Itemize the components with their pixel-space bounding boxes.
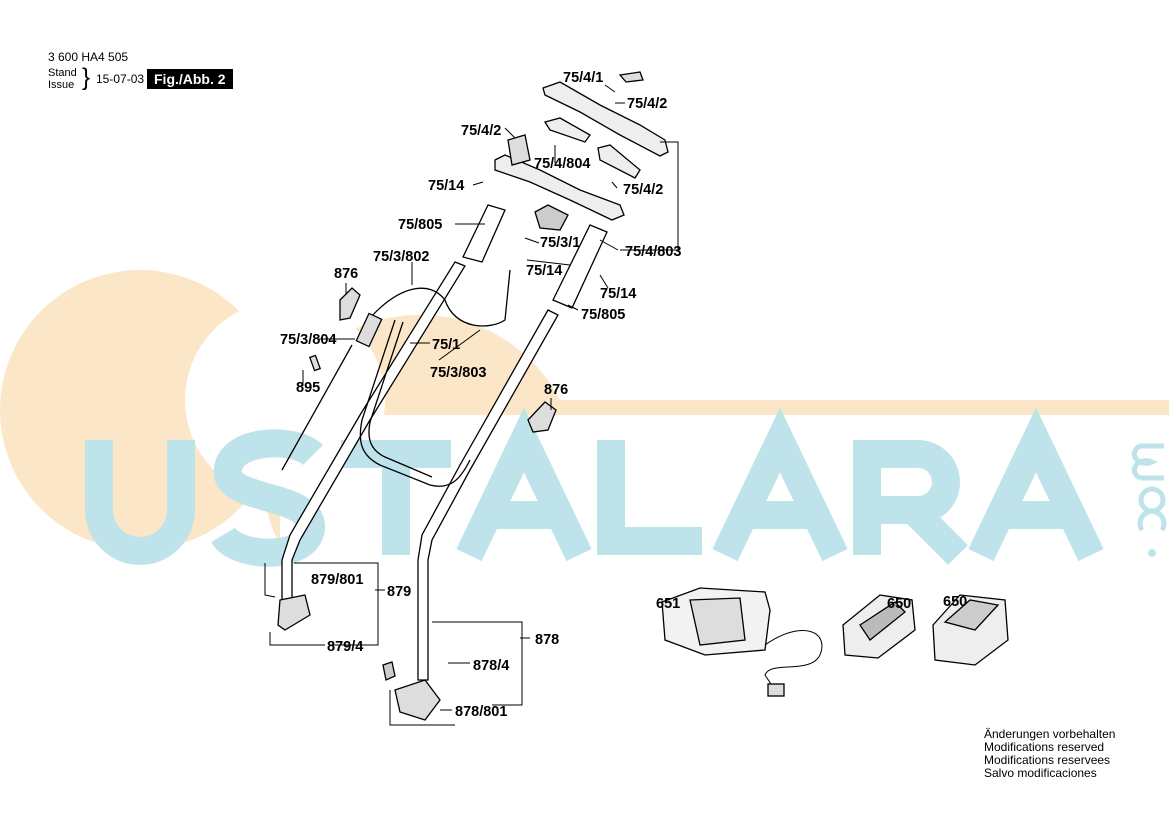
issue-label: Issue	[48, 79, 75, 91]
label-878-4: 878/4	[473, 658, 509, 674]
issue-date: 15-07-03	[96, 72, 145, 86]
watermark-suffix-lettering	[1131, 443, 1167, 557]
note-line: Modifications reservees	[984, 753, 1111, 767]
battery-650-large	[932, 594, 1009, 666]
knob-876-left	[339, 287, 361, 321]
label-879-4: 879/4	[327, 639, 363, 655]
note-line: Salvo modificaciones	[984, 766, 1097, 780]
label-75-14: 75/14	[428, 178, 464, 194]
label-75-805: 75/805	[398, 217, 442, 233]
label-75-805: 75/805	[581, 307, 625, 323]
label-75-4-803: 75/4/803	[625, 244, 681, 260]
label-879: 879	[387, 584, 411, 600]
bracket-878-801	[394, 679, 441, 721]
label-75-4-2: 75/4/2	[627, 96, 667, 112]
label-75-4-804: 75/4/804	[534, 156, 590, 172]
clamp-75-3-804	[355, 312, 383, 348]
label-75-3-1: 75/3/1	[540, 235, 580, 251]
document-number: 3 600 HA4 505	[48, 50, 129, 64]
tube-75-805-right	[552, 224, 608, 309]
tube-right	[417, 309, 559, 681]
battery-650-small	[842, 594, 916, 659]
figure-label: Fig./Abb. 2	[147, 69, 233, 89]
bracket-879-801	[277, 594, 311, 631]
label-75-1: 75/1	[432, 337, 460, 353]
note-line: Modifications reserved	[984, 740, 1105, 754]
modifications-note: Änderungen vorbehalten Modifications res…	[984, 728, 1115, 780]
label-75-14: 75/14	[600, 286, 636, 302]
label-75-3-803: 75/3/803	[430, 365, 486, 381]
label-75-4-2: 75/4/2	[461, 123, 501, 139]
label-75-14: 75/14	[526, 263, 562, 279]
label-75-3-802: 75/3/802	[373, 249, 429, 265]
handle-top-cover	[542, 71, 669, 157]
tube-75-805-left	[462, 204, 506, 263]
label-650: 650	[943, 594, 967, 610]
handle-frame	[494, 117, 641, 231]
label-650: 650	[887, 596, 911, 612]
watermark-lettering	[85, 407, 1104, 567]
knob-876-right	[527, 401, 557, 433]
charger-651	[661, 587, 823, 697]
note-line: Änderungen vorbehalten	[984, 727, 1116, 741]
label-75-4-2: 75/4/2	[623, 182, 663, 198]
label-895: 895	[296, 380, 320, 396]
bow-75-1	[359, 319, 471, 487]
label-879-801: 879/801	[311, 572, 363, 588]
pin-895	[308, 354, 322, 372]
stand-label: Stand	[48, 67, 77, 79]
label-75-3-804: 75/3/804	[280, 332, 336, 348]
label-75-4-1: 75/4/1	[563, 70, 603, 86]
label-878-801: 878/801	[455, 704, 507, 720]
cable-75-3-802	[369, 269, 511, 327]
label-876: 876	[334, 266, 358, 282]
label-651: 651	[656, 596, 680, 612]
brace: }	[82, 64, 91, 91]
label-876: 876	[544, 382, 568, 398]
label-878: 878	[535, 632, 559, 648]
